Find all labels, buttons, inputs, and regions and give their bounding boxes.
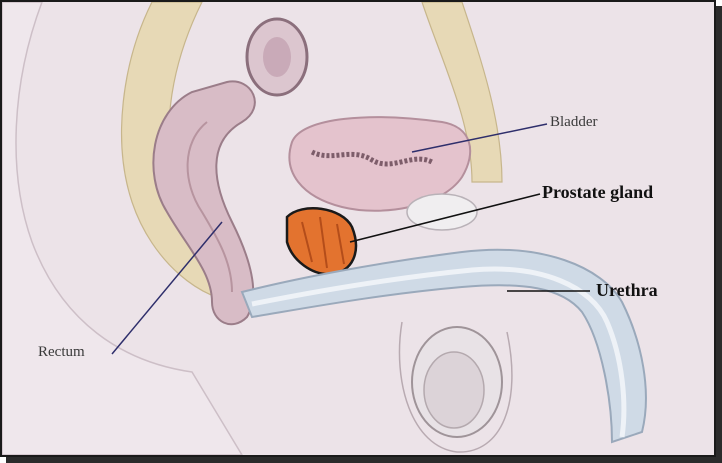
label-urethra: Urethra: [596, 280, 658, 301]
figure-frame: Bladder Prostate gland Urethra Rectum: [0, 0, 716, 457]
anatomy-illustration: [2, 2, 714, 455]
label-rectum: Rectum: [38, 344, 85, 361]
label-bladder: Bladder: [550, 114, 597, 131]
frame-shadow-right: [716, 6, 722, 463]
label-prostate-gland: Prostate gland: [542, 182, 653, 203]
frame-shadow-bottom: [6, 457, 722, 463]
